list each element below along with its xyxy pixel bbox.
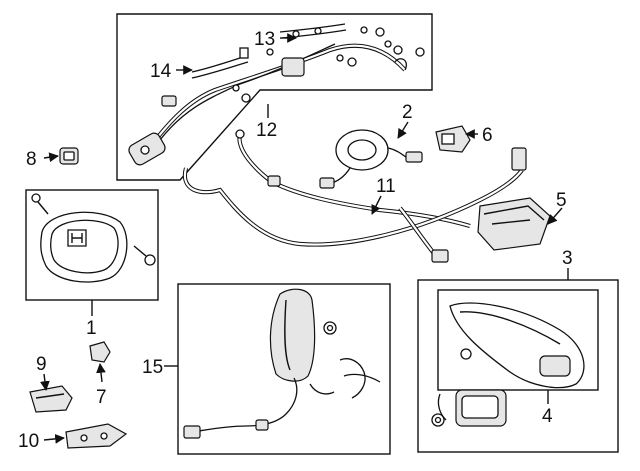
group-box-3 (417, 279, 619, 453)
callout-14: 14 (150, 61, 172, 82)
part-11-wire-harness (182, 129, 527, 263)
side-airbag-group (177, 283, 391, 455)
part-5-control-unit (477, 197, 551, 251)
part-9-sensor (29, 385, 73, 413)
group-box-15 (177, 283, 391, 455)
callout-6: 6 (482, 125, 493, 146)
honda-h-logo-icon (67, 229, 87, 247)
callout-3: 3 (562, 248, 573, 269)
callout-8: 8 (26, 149, 37, 170)
callout-15: 15 (142, 357, 163, 378)
callout-1: 1 (86, 318, 97, 339)
group-box-4 (437, 289, 599, 391)
callout-13: 13 (254, 29, 275, 50)
driver-airbag-group (25, 189, 159, 316)
group-box-12 (116, 13, 433, 181)
part-10-bracket (65, 423, 128, 449)
callouts: 1 2 3 4 5 6 7 8 9 10 11 12 13 14 15 (18, 29, 573, 452)
callout-4: 4 (542, 406, 553, 427)
part-8-sensor (59, 147, 79, 165)
part-6-sensor (435, 125, 471, 153)
part-7-bracket (89, 341, 111, 363)
callout-5: 5 (556, 190, 567, 211)
leader-lines (40, 33, 563, 444)
callout-10: 10 (18, 431, 39, 452)
callout-7: 7 (96, 387, 107, 408)
callout-11: 11 (376, 176, 396, 197)
bolt-icon (31, 193, 156, 266)
callout-12: 12 (256, 120, 277, 141)
part-2-clock-spring (319, 129, 423, 189)
bolt-icon (232, 26, 425, 103)
callout-9: 9 (36, 354, 47, 375)
passenger-airbag-group (417, 268, 619, 453)
callout-2: 2 (402, 102, 413, 123)
